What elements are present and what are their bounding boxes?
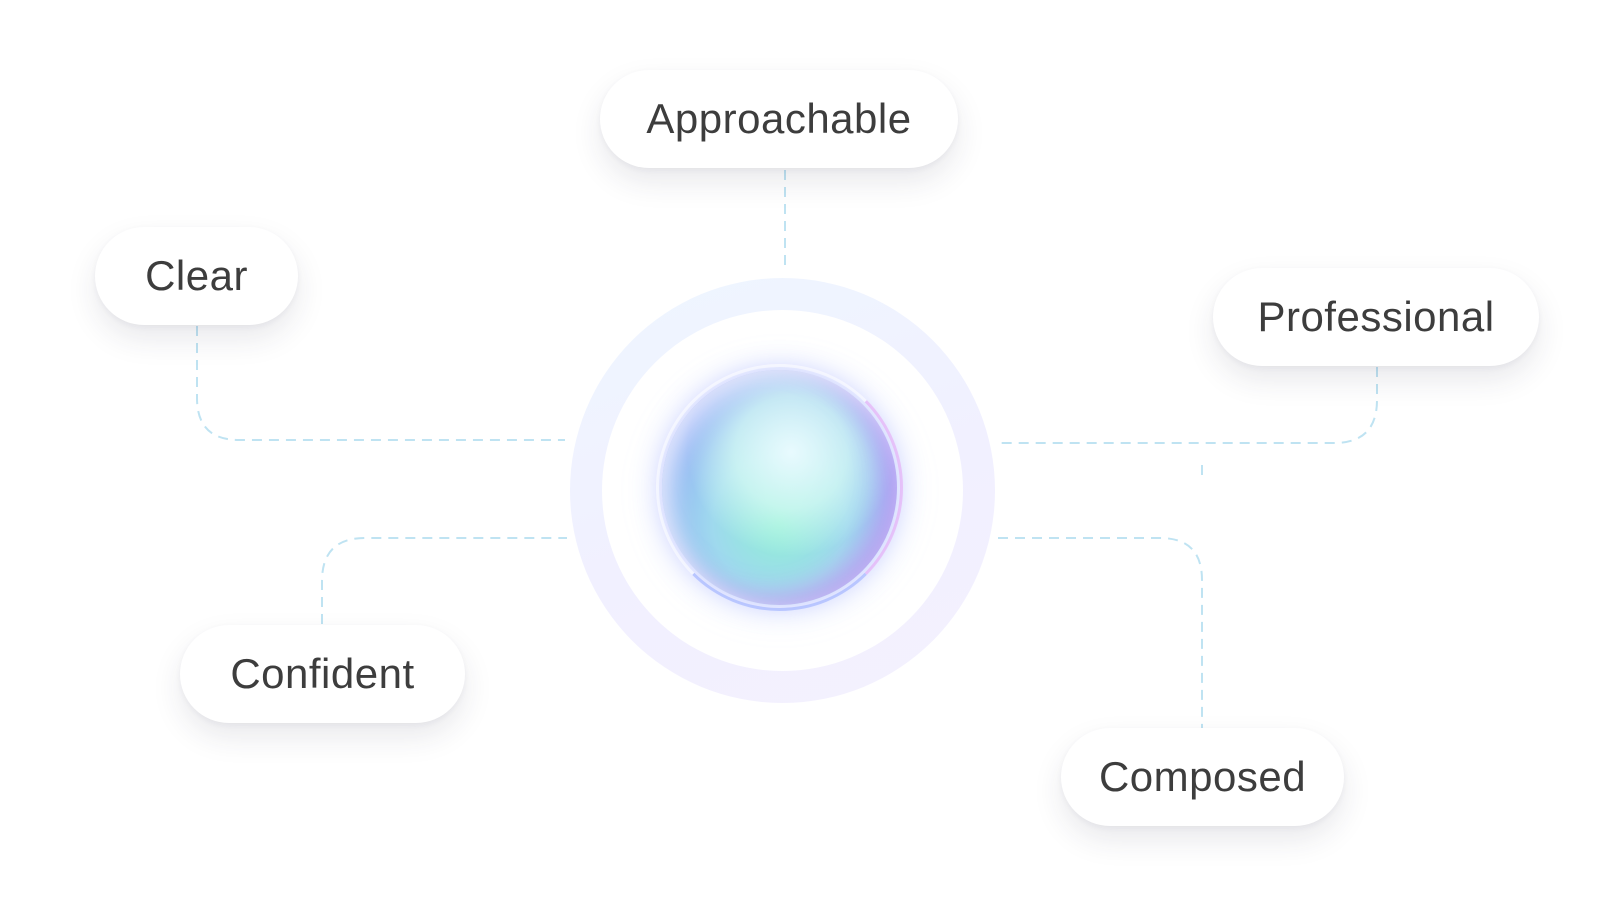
node-clear: Clear — [95, 227, 298, 325]
node-label-composed: Composed — [1098, 753, 1307, 800]
node-label-clear: Clear — [145, 252, 248, 299]
node-label-confident: Confident — [230, 650, 415, 697]
node-approachable: Approachable — [600, 70, 958, 168]
center-node — [570, 278, 995, 703]
connector-clear — [196, 326, 565, 441]
node-professional: Professional — [1213, 268, 1539, 366]
connector-professional — [1000, 367, 1378, 444]
orb-rim — [656, 364, 903, 611]
node-label-approachable: Approachable — [646, 95, 912, 142]
node-confident: Confident — [180, 625, 465, 723]
node-label-professional: Professional — [1257, 293, 1495, 340]
connector-confident — [321, 537, 567, 624]
node-composed: Composed — [1061, 728, 1344, 826]
connector-composed — [998, 537, 1203, 728]
